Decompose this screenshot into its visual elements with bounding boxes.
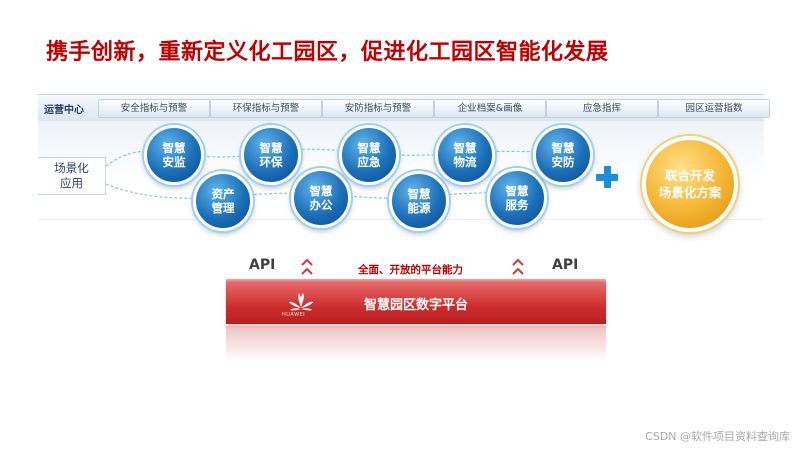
bubble-line2: 环保 (259, 155, 283, 169)
joint-line1: 联合开发 (664, 168, 715, 183)
ops-tab-emergency-command[interactable]: 应急指挥 (546, 99, 658, 118)
bubble-asset-management[interactable]: 资产管理 (193, 171, 253, 231)
joint-line2: 场景化方案 (658, 185, 722, 200)
bubble-line2: 安防 (551, 155, 575, 169)
platform-capability-text: 全面、开放的平台能力 (358, 264, 463, 276)
ops-center-bar: 运营中心 安全指标与预警 环保指标与预警 安防指标与预警 企业档案&画像 应急指… (38, 94, 770, 122)
platform-reflection (226, 326, 606, 362)
plus-icon (594, 164, 620, 190)
bubble-smart-emergency[interactable]: 智慧应急 (339, 125, 399, 185)
api-label-right: API (552, 257, 579, 273)
double-caret-up-icon (301, 258, 313, 275)
bubble-line1: 智慧 (309, 184, 333, 198)
bubble-line2: 物流 (453, 155, 477, 169)
bubble-line2: 能源 (407, 201, 431, 215)
bubble-line2: 应急 (357, 155, 381, 169)
ops-tab-enterprise-profile[interactable]: 企业档案&画像 (434, 99, 546, 118)
bubble-line2: 服务 (505, 198, 529, 212)
bubble-smart-logistics[interactable]: 智慧物流 (435, 125, 495, 185)
bubble-line1: 智慧 (162, 141, 186, 155)
page-title: 携手创新，重新定义化工园区，促进化工园区智能化发展 (46, 40, 609, 65)
ops-tab-safety[interactable]: 安全指标与预警 (98, 99, 210, 118)
bubble-line1: 智慧 (407, 187, 431, 201)
bubble-smart-supervision[interactable]: 智慧安监 (144, 125, 204, 185)
bubble-line1: 智慧 (551, 141, 575, 155)
ops-tab-security[interactable]: 安防指标与预警 (322, 99, 434, 118)
bubble-smart-office[interactable]: 智慧办公 (291, 168, 351, 228)
scene-label-line2: 应用 (60, 176, 83, 190)
bubble-line2: 安监 (162, 155, 186, 169)
watermark: CSDN @软件项目资料查询库 (645, 430, 790, 443)
ops-tab-operation-index[interactable]: 园区运营指数 (658, 99, 770, 118)
ops-center-label: 运营中心 (44, 105, 84, 116)
api-label-left: API (249, 257, 276, 273)
bubble-line1: 智慧 (357, 141, 381, 155)
bubble-line1: 智慧 (259, 141, 283, 155)
digital-platform-block[interactable]: HUAWEI 智慧园区数字平台 (226, 282, 606, 324)
bubble-line1: 智慧 (505, 184, 529, 198)
ops-tab-environment[interactable]: 环保指标与预警 (210, 99, 322, 118)
bubble-line2: 办公 (309, 198, 333, 212)
bubble-smart-environment[interactable]: 智慧环保 (241, 125, 301, 185)
huawei-logo-text: HUAWEI (282, 312, 306, 318)
bubble-line1: 资产 (211, 187, 235, 201)
platform-top-edge (226, 279, 606, 284)
bubble-smart-security[interactable]: 智慧安防 (533, 125, 593, 185)
huawei-logo-icon (289, 293, 313, 311)
bubble-line1: 智慧 (453, 141, 477, 155)
scene-label-line1: 场景化 (54, 161, 89, 175)
bubble-smart-energy[interactable]: 智慧能源 (389, 171, 449, 231)
bubble-smart-service[interactable]: 智慧服务 (487, 168, 547, 228)
bubble-line2: 管理 (211, 201, 235, 215)
double-caret-up-icon (512, 258, 524, 275)
scene-application-label: 场景化 应用 (38, 157, 106, 195)
platform-name: 智慧园区数字平台 (363, 298, 468, 313)
joint-development-bubble[interactable]: 联合开发 场景化方案 (642, 136, 738, 232)
